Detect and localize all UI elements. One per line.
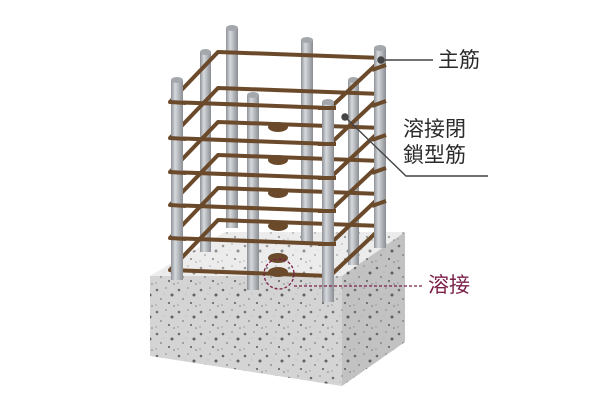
welded-closed-hoop-label-line2: 鎖型筋 [403,143,466,168]
main-rebar-label: 主筋 [438,48,480,72]
hoop-leader [344,116,488,177]
rebar [200,52,211,252]
rebar [171,80,183,280]
weld-points [268,122,288,277]
welded-closed-hoop-label: 溶接閉 鎖型筋 [403,116,466,169]
rebar [322,102,334,302]
weld-label: 溶接 [428,273,470,297]
rebar [226,28,238,228]
welded-closed-hoop-label-line1: 溶接閉 [403,117,466,141]
weld-highlight-circle [263,258,295,290]
main-rebars-front [171,45,386,302]
weld-callout [263,258,424,290]
rebar [374,48,386,248]
leader-lines [341,56,488,177]
rebar [348,80,359,265]
